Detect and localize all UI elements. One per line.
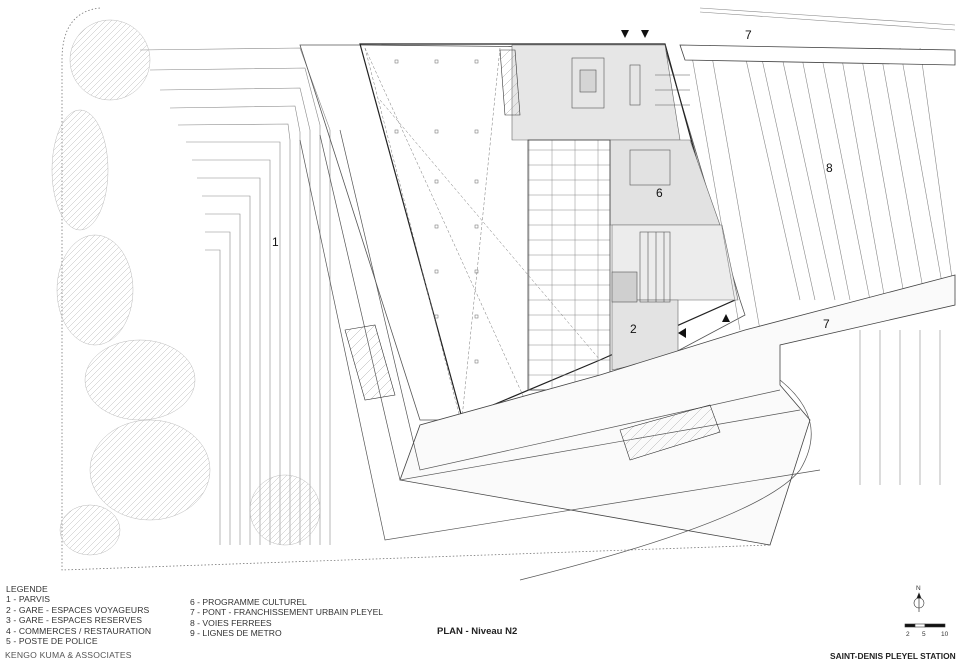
interior-details (571, 57, 690, 303)
zone-label-2: 2 (630, 322, 637, 336)
zone-label-1: 1 (272, 235, 279, 249)
legend-item: 5 - POSTE DE POLICE (6, 636, 98, 647)
column-markers (394, 59, 479, 364)
stairs (344, 49, 721, 461)
entrance-markers (621, 30, 730, 338)
railway-tracks (689, 7, 956, 485)
trees-left (51, 19, 321, 556)
dashed-lines (364, 47, 601, 419)
north-arrow (913, 592, 925, 612)
bridge-pont (399, 44, 956, 546)
legend-item: 6 - PROGRAMME CULTUREL (190, 597, 307, 607)
legend-item: 8 - VOIES FERREES (190, 617, 272, 628)
program-zones (511, 44, 739, 371)
legend-item: 7 - PONT - FRANCHISSEMENT URBAIN PLEYEL (190, 607, 384, 618)
parvis-terraces (139, 47, 331, 545)
legend: LEGENDE 1 - PARVIS 2 - GARE - ESPACES VO… (6, 584, 151, 646)
legend-heading: LEGENDE (6, 584, 48, 594)
zone-label-6: 6 (656, 186, 663, 200)
north-label: N (916, 585, 921, 592)
zone-label-8: 8 (826, 161, 833, 175)
platform-grid (527, 139, 611, 391)
plan-title: PLAN - Niveau N2 (437, 626, 518, 637)
scale-label-5: 5 (922, 631, 926, 638)
legend-column-2: 6 - PROGRAMME CULTUREL 7 - PONT - FRANCH… (190, 597, 383, 639)
office-credit: KENGO KUMA & ASSOCIATES (5, 650, 132, 660)
legend-item: 2 - GARE - ESPACES VOYAGEURS (6, 604, 150, 615)
zone-label-7-top: 7 (745, 28, 752, 42)
station-name: SAINT-DENIS PLEYEL STATION (830, 651, 956, 661)
legend-item: 1 - PARVIS (6, 594, 51, 605)
legend-item: 4 - COMMERCES / RESTAURATION (6, 625, 152, 636)
scale-label-10: 10 (941, 631, 949, 638)
scale-bar (904, 623, 946, 628)
legend-item: 9 - LIGNES DE METRO (190, 628, 282, 639)
zone-label-7-bottom: 7 (823, 317, 830, 331)
scale-label-2: 2 (906, 631, 910, 638)
legend-item: 3 - GARE - ESPACES RESERVES (6, 615, 143, 626)
